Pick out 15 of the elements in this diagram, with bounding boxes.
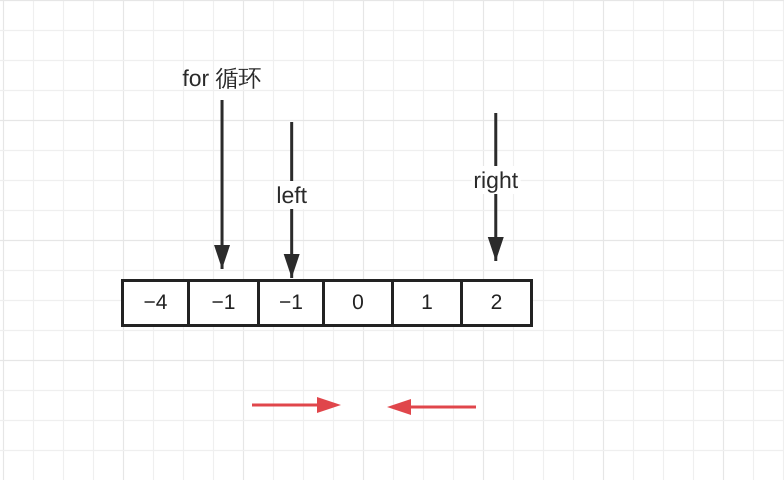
edge-label: right <box>471 166 520 194</box>
arrow <box>214 100 230 269</box>
array-cell <box>257 279 325 327</box>
array-value: −1 <box>212 291 236 315</box>
array-value: 2 <box>490 291 502 315</box>
array-cell <box>187 279 260 327</box>
array-cell <box>391 279 463 327</box>
array-cell <box>121 279 190 327</box>
array-value: −1 <box>279 291 303 315</box>
array-cell <box>460 279 533 327</box>
array-value: 0 <box>352 291 364 315</box>
array-cell <box>322 279 394 327</box>
loop-label: for 循环 <box>176 62 268 94</box>
array-value: 1 <box>421 291 433 315</box>
array-value: −4 <box>144 291 168 315</box>
